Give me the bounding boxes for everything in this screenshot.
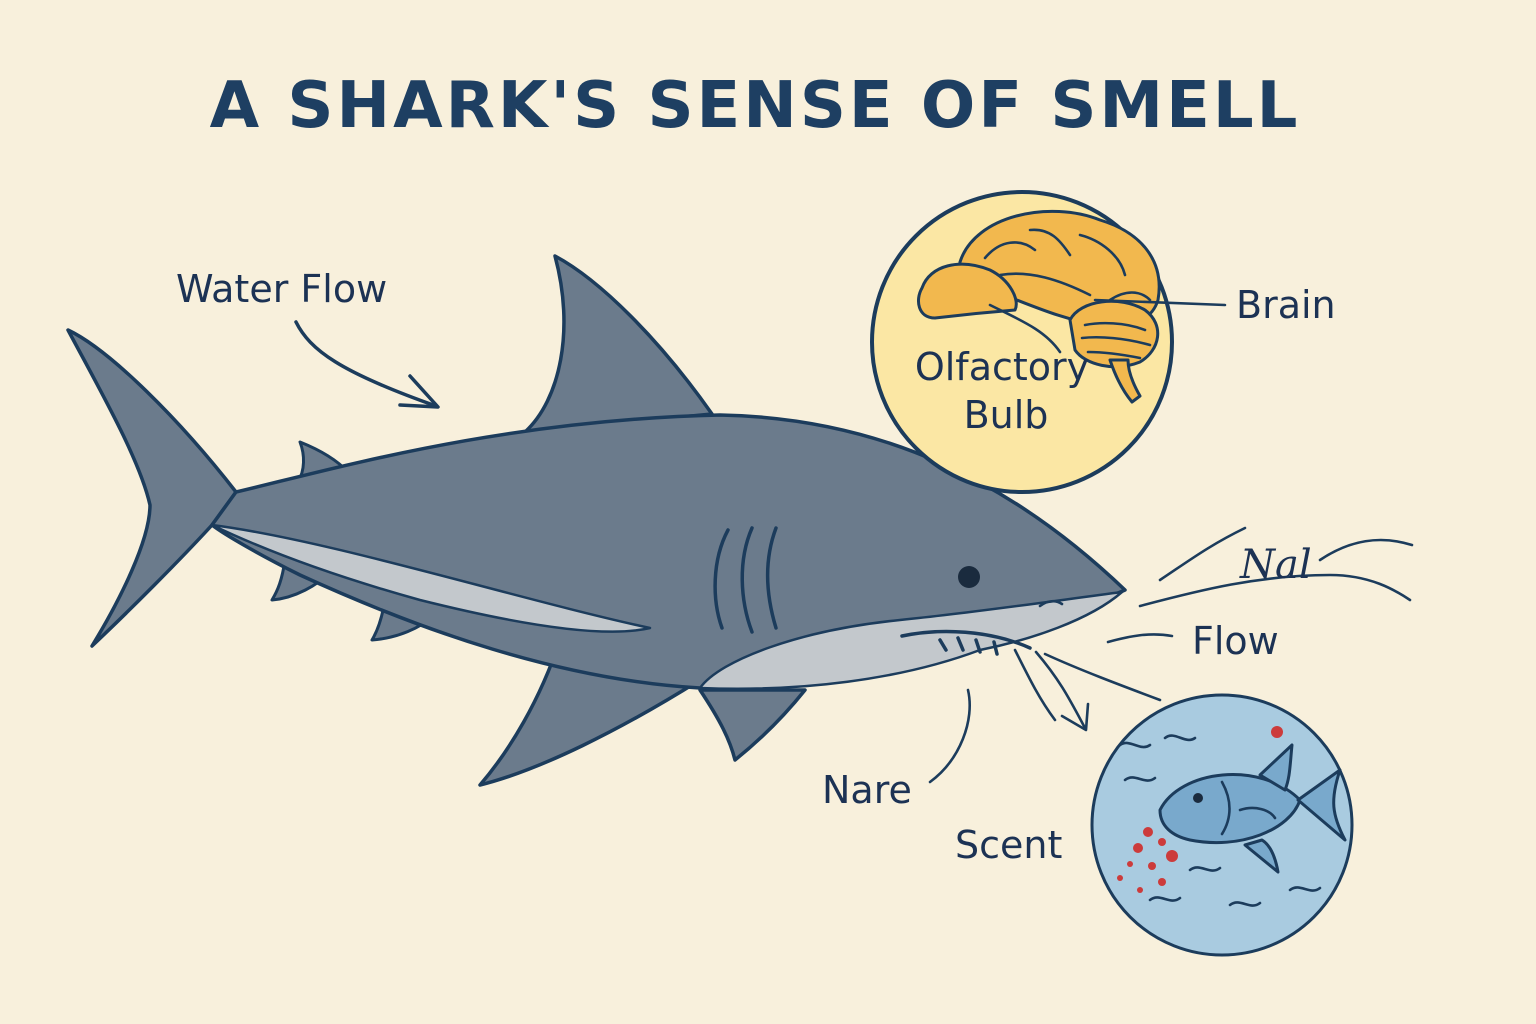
- olfactory-bulb-label-line1: Olfactory: [915, 345, 1089, 389]
- shark-dorsal-fin: [523, 254, 714, 434]
- brain-pointer: [1093, 298, 1227, 307]
- flow-waves: Nal: [1106, 526, 1414, 644]
- nare-label: Nare: [822, 768, 912, 812]
- shark-eye: [958, 566, 980, 588]
- scent-inset: [1090, 693, 1354, 957]
- brain-inset: Olfactory Bulb: [870, 190, 1227, 494]
- page-title: A SHARK'S SENSE OF SMELL: [210, 69, 1301, 143]
- water-flow-label: Water Flow: [176, 267, 387, 311]
- brain-label: Brain: [1236, 283, 1336, 327]
- water-ripples: [1118, 734, 1322, 907]
- shark-belly: [210, 523, 652, 633]
- scribble-text: Nal: [1239, 542, 1312, 588]
- shark-icon: [66, 254, 1127, 787]
- flow-label: Flow: [1192, 619, 1279, 663]
- water-flow-arrow-icon: [294, 320, 440, 409]
- scent-label: Scent: [955, 823, 1062, 867]
- brain-icon: [917, 209, 1161, 404]
- nare-pointer: [928, 688, 971, 784]
- shark-tail: [66, 328, 238, 648]
- shark-pelvic-fin: [698, 688, 807, 762]
- olfactory-bulb-label-line2: Bulb: [964, 393, 1049, 437]
- scent-particles: [1117, 726, 1283, 893]
- fish-icon: [1158, 743, 1347, 874]
- scent-flow-arrow-icon: [1013, 648, 1162, 732]
